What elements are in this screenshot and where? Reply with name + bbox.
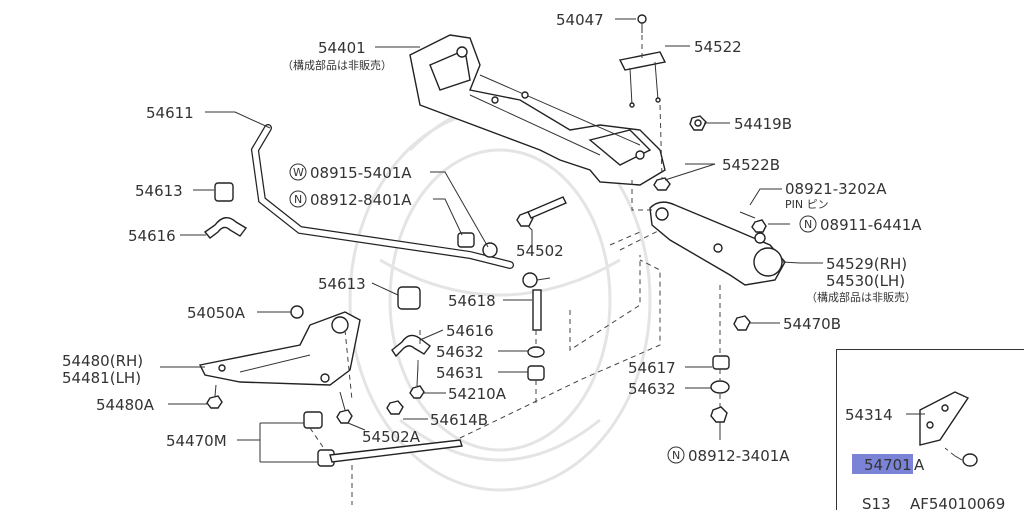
label-54481: 54481(LH)	[62, 369, 141, 387]
highlight-54701	[852, 454, 913, 474]
nut-54419B	[689, 115, 707, 131]
label-54502: 54502	[516, 242, 564, 260]
marker-n-8401	[289, 190, 307, 208]
control-arm-54529	[649, 201, 786, 286]
label-54618: 54618	[448, 292, 496, 310]
bolt-54047	[637, 14, 647, 33]
callout-labels: 54047 54401 （構成部品は非販売） 54522 54611 54419…	[62, 11, 1005, 510]
label-54616-lower: 54616	[446, 322, 494, 340]
label-diagram-code: AF54010069	[910, 495, 1005, 510]
label-54480A: 54480A	[96, 396, 155, 414]
label-54613-lower: 54613	[318, 275, 366, 293]
bracket-54480	[198, 311, 361, 386]
label-54701: 54701	[864, 456, 912, 474]
bolt-54480A	[206, 384, 223, 409]
label-08911: 08911-6441A	[820, 216, 922, 234]
label-54530: 54530(LH)	[826, 272, 905, 290]
inset-bolt-54701A	[954, 453, 978, 467]
clamp-54616-upper	[203, 217, 248, 239]
inset-bracket-54314	[919, 391, 970, 446]
label-54470M: 54470M	[166, 432, 227, 450]
label-54210A: 54210A	[448, 385, 507, 403]
label-54480: 54480(RH)	[62, 352, 143, 370]
leader-lines	[160, 18, 925, 463]
nut-08911	[751, 219, 767, 233]
label-54631: 54631	[436, 364, 484, 382]
bushing-54631	[527, 365, 545, 381]
tension-rod-54470M	[303, 411, 463, 467]
label-08915: 08915-5401A	[310, 164, 412, 182]
label-54050A: 54050A	[187, 304, 246, 322]
bolt-54050A	[290, 305, 304, 319]
label-54401-note: （構成部品は非販売）	[282, 58, 392, 72]
label-54632-left: 54632	[436, 343, 484, 361]
label-08912-8401: 08912-8401A	[310, 191, 412, 209]
nut-54614B	[386, 400, 404, 415]
bolt-54502	[516, 196, 567, 227]
label-54419B: 54419B	[734, 115, 792, 133]
marker-n-3401	[667, 446, 685, 464]
label-54522: 54522	[694, 38, 742, 56]
label-08912-3401: 08912-3401A	[688, 447, 790, 465]
label-08915-mark: W	[293, 166, 304, 179]
marker-n-6441	[799, 215, 817, 233]
bushing-54617	[712, 355, 730, 370]
crossmember-54401	[409, 34, 666, 186]
label-54314: 54314	[845, 406, 893, 424]
label-08912-8401-mark: N	[294, 193, 302, 206]
label-54401: 54401	[318, 39, 366, 57]
label-08912-3401-mark: N	[672, 449, 680, 462]
washer-08912-8401	[482, 242, 498, 258]
label-54617: 54617	[628, 359, 676, 377]
washer-54632-left	[527, 346, 545, 358]
nut-54522B	[653, 177, 671, 191]
label-54047: 54047	[556, 11, 604, 29]
label-54470B: 54470B	[783, 315, 841, 333]
label-model: S13	[862, 495, 891, 510]
nut-08912-3401	[710, 406, 728, 423]
label-08911-mark: N	[804, 218, 812, 231]
label-08921: 08921-3202A	[785, 180, 887, 198]
inset-box	[836, 349, 1024, 510]
label-08921-sub: PIN ピン	[785, 198, 829, 211]
marker-w	[289, 163, 307, 181]
label-54529: 54529(RH)	[826, 255, 907, 273]
bolt-54210A	[409, 364, 425, 399]
dashed-guides	[309, 35, 956, 505]
bushing-54613-lower	[397, 286, 421, 310]
label-54614B: 54614B	[430, 411, 488, 429]
label-54522B: 54522B	[722, 156, 780, 174]
washer-54632-right	[710, 380, 730, 394]
cotter-pin	[739, 211, 756, 219]
label-54530-note: （構成部品は非販売）	[806, 290, 916, 304]
bolt-54502A	[336, 391, 353, 424]
label-54613-upper: 54613	[135, 182, 183, 200]
label-54632-right: 54632	[628, 380, 676, 398]
label-54616-upper: 54616	[128, 227, 176, 245]
stabilizer-link-54618	[522, 272, 551, 331]
bushing-54613-upper	[214, 182, 234, 202]
label-54502A: 54502A	[362, 428, 421, 446]
bushing-08915	[457, 232, 475, 248]
nut-54470B	[733, 315, 751, 331]
label-54611: 54611	[146, 104, 194, 122]
bracket-54522	[618, 51, 667, 108]
stabilizer-bar-54611	[250, 124, 514, 269]
label-54701-suffix: A	[914, 456, 925, 474]
